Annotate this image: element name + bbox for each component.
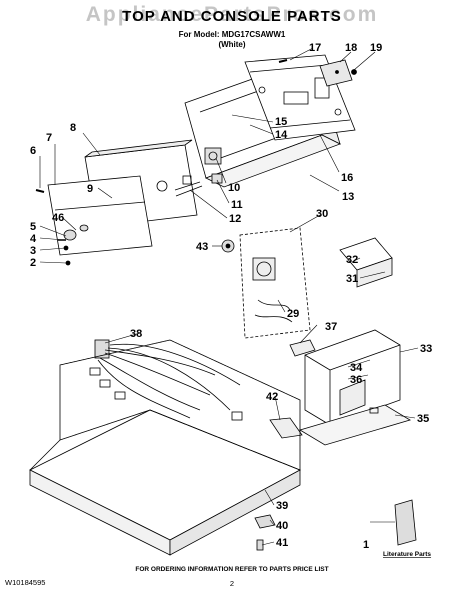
- callout-34: 34: [350, 362, 363, 374]
- callout-33: 33: [420, 343, 432, 355]
- callout-7: 7: [46, 132, 52, 144]
- callout-31: 31: [346, 273, 358, 285]
- callout-40: 40: [276, 520, 288, 532]
- callout-36: 36: [350, 374, 362, 386]
- literature-parts-label: Literature Parts: [383, 551, 431, 558]
- callout-41: 41: [276, 537, 288, 549]
- callout-9: 9: [87, 183, 93, 195]
- callout-42: 42: [266, 391, 278, 403]
- diagram-title: TOP AND CONSOLE PARTS: [122, 8, 342, 25]
- dryer-top: [29, 339, 301, 556]
- console-housing: [289, 329, 401, 426]
- callout-30: 30: [316, 208, 328, 220]
- callout-16: 16: [341, 172, 353, 184]
- callout-13: 13: [342, 191, 354, 203]
- top-clip: [254, 514, 276, 551]
- document-number: W10184595: [5, 578, 46, 587]
- literature-booklet-icon: [394, 499, 417, 546]
- callout-38: 38: [130, 328, 142, 340]
- callout-labels: 1 2 3 4 5 6 7 8 9 10 11 12 13 14 15 16 1…: [30, 42, 432, 558]
- callout-19: 19: [370, 42, 382, 54]
- callout-3: 3: [30, 245, 36, 257]
- screw-icon: [278, 59, 357, 75]
- callout-6: 6: [30, 145, 36, 157]
- callout-18: 18: [345, 42, 357, 54]
- callout-15: 15: [275, 116, 287, 128]
- model-number: For Model: MDG17CSAWW1: [178, 30, 286, 39]
- page-number: 2: [229, 579, 235, 588]
- callout-4: 4: [30, 233, 37, 245]
- watermark: AppliancePartsPros.com: [85, 3, 379, 26]
- callout-37: 37: [325, 321, 337, 333]
- control-board: [319, 59, 353, 87]
- knob-icon: [63, 224, 235, 253]
- switch-assembly: [174, 147, 223, 197]
- callout-8: 8: [70, 122, 76, 134]
- callout-5: 5: [30, 221, 36, 233]
- callout-29: 29: [287, 308, 299, 320]
- color-variant: (White): [218, 40, 246, 49]
- callout-46: 46: [52, 212, 64, 224]
- bracket: [339, 237, 393, 288]
- callout-11: 11: [231, 199, 243, 211]
- ordering-note: FOR ORDERING INFORMATION REFER TO PARTS …: [135, 566, 329, 573]
- callout-10: 10: [228, 182, 240, 194]
- callout-39: 39: [276, 500, 288, 512]
- leader-lines: [39, 47, 419, 546]
- callout-32: 32: [346, 254, 358, 266]
- callout-43: 43: [196, 241, 208, 253]
- callout-12: 12: [229, 213, 241, 225]
- timer-group-outline: [239, 227, 311, 339]
- callout-2: 2: [30, 257, 36, 269]
- callout-17: 17: [309, 42, 321, 54]
- callout-35: 35: [417, 413, 429, 425]
- support-bracket: [299, 404, 411, 446]
- wire-harness: [89, 339, 243, 421]
- callout-14: 14: [275, 129, 288, 141]
- callout-1: 1: [363, 539, 369, 551]
- insulation-strip: [269, 417, 303, 439]
